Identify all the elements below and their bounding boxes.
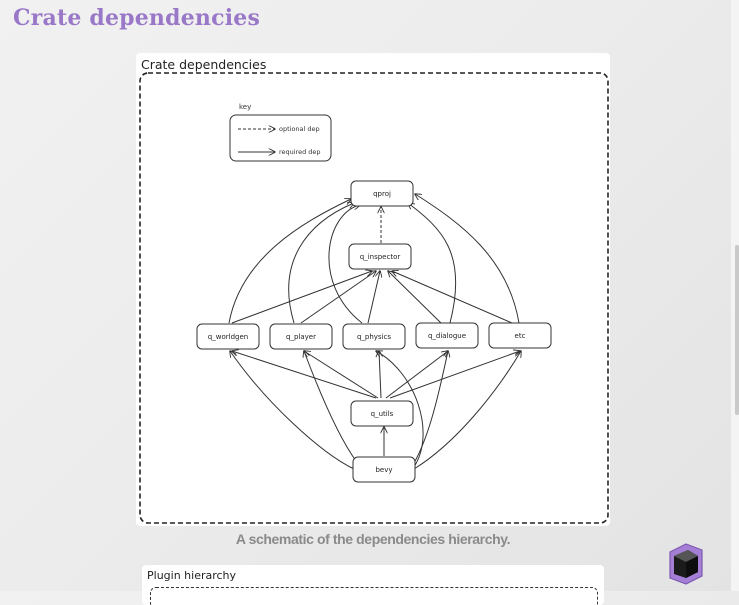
cube-logo-icon[interactable] bbox=[666, 542, 706, 586]
node-q-inspector-label: q_inspector bbox=[360, 253, 401, 261]
edge-bevy-etc bbox=[413, 351, 521, 470]
edge-utils-etc bbox=[389, 351, 520, 399]
key-required-label: required dep bbox=[279, 148, 321, 156]
edge-physics-qproj bbox=[328, 205, 363, 324]
node-q-physics-label: q_physics bbox=[357, 333, 391, 341]
edge-dialogue-inspector bbox=[388, 271, 442, 324]
dependency-diagram: Crate dependencies key optional dep requ… bbox=[139, 57, 609, 524]
edge-utils-player bbox=[304, 351, 379, 399]
key-optional-label: optional dep bbox=[279, 125, 320, 133]
dependency-edges bbox=[228, 194, 521, 470]
node-etc-label: etc bbox=[515, 332, 526, 340]
node-qproj bbox=[350, 180, 414, 207]
figure-caption: A schematic of the dependencies hierarch… bbox=[235, 531, 511, 547]
key-title: key bbox=[239, 103, 251, 111]
node-q-physics bbox=[342, 323, 406, 350]
node-q-player-label: q_player bbox=[286, 333, 316, 341]
edge-utils-worldgen bbox=[232, 351, 377, 399]
node-q-worldgen-label: q_worldgen bbox=[208, 333, 248, 341]
edge-utils-physics bbox=[379, 351, 381, 399]
key-box bbox=[229, 114, 332, 162]
scrollbar-thumb[interactable] bbox=[735, 245, 739, 415]
edge-bevy-player bbox=[304, 351, 357, 462]
edge-worldgen-inspector bbox=[231, 271, 372, 324]
node-qproj-label: qproj bbox=[373, 190, 391, 198]
node-q-worldgen bbox=[196, 323, 260, 350]
node-q-dialogue-label: q_dialogue bbox=[428, 332, 466, 340]
dependency-diagram-card: Crate dependencies key optional dep requ… bbox=[136, 53, 610, 526]
node-q-inspector bbox=[348, 243, 412, 270]
edge-utils-dialogue bbox=[385, 351, 448, 399]
plugin-hierarchy-title: Plugin hierarchy bbox=[147, 569, 237, 582]
edge-bevy-dialogue bbox=[413, 351, 448, 464]
diagram-title: Crate dependencies bbox=[141, 57, 266, 72]
edge-physics-inspector bbox=[367, 271, 380, 324]
edge-bevy-worldgen bbox=[230, 351, 355, 470]
node-q-dialogue bbox=[415, 322, 479, 349]
edge-player-qproj bbox=[288, 203, 354, 324]
node-q-utils-label: q_utils bbox=[371, 410, 394, 418]
edge-player-inspector bbox=[300, 271, 376, 324]
plugin-hierarchy-frame bbox=[150, 587, 598, 605]
plugin-hierarchy-card: Plugin hierarchy bbox=[142, 565, 604, 605]
edge-etc-inspector bbox=[392, 271, 513, 324]
node-etc bbox=[488, 322, 552, 349]
node-bevy-label: bevy bbox=[375, 466, 392, 474]
node-q-utils bbox=[350, 400, 414, 427]
diagram-frame bbox=[139, 72, 609, 524]
page-title: Crate dependencies bbox=[13, 5, 261, 31]
edge-etc-qproj bbox=[415, 194, 520, 324]
edge-worldgen-qproj bbox=[228, 199, 351, 324]
edge-bevy-physics bbox=[376, 351, 424, 468]
node-q-player bbox=[269, 323, 333, 350]
node-bevy bbox=[352, 456, 416, 483]
edge-dialogue-qproj bbox=[408, 203, 457, 324]
